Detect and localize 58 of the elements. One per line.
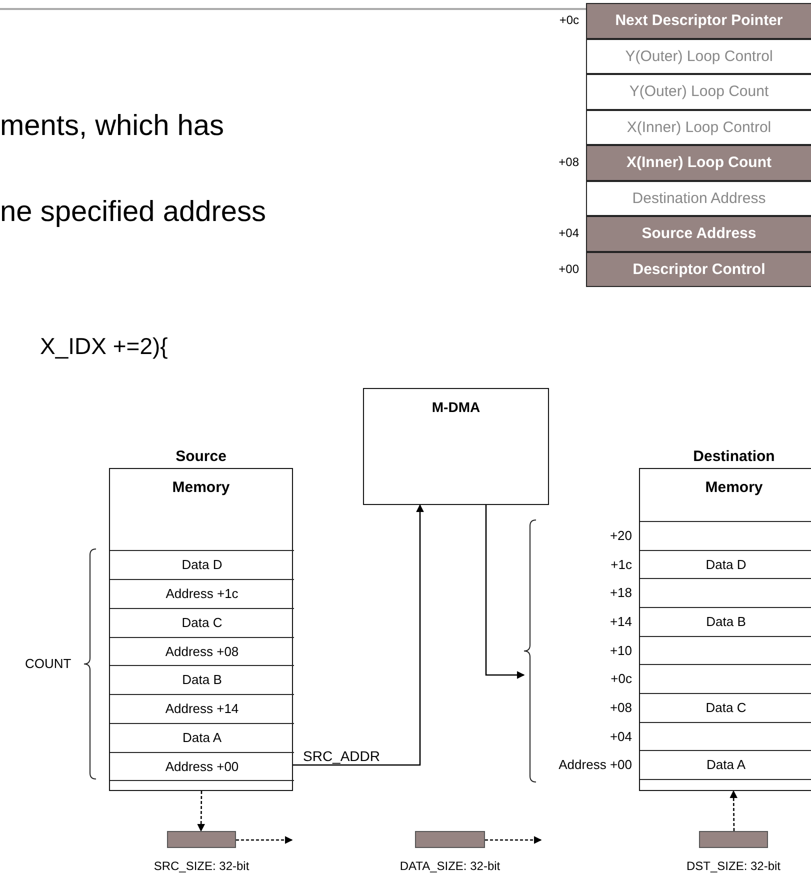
size-label: DST_SIZE: 32-bit xyxy=(686,859,781,873)
field-label: Source Address xyxy=(640,225,758,242)
arrow xyxy=(293,504,424,766)
block-title: Memory xyxy=(705,479,763,496)
field-label: Data B xyxy=(705,614,747,629)
offset-label: +1c xyxy=(610,557,632,572)
field-label: Next Descriptor Pointer xyxy=(614,12,784,29)
field-label: Data D xyxy=(180,557,224,572)
size-label: SRC_SIZE: 32-bit xyxy=(154,859,250,873)
body-text: ne specified address xyxy=(0,196,266,229)
arrow xyxy=(197,791,206,832)
offset-label: +0c xyxy=(610,671,632,686)
offset-label: +04 xyxy=(610,729,632,744)
offset-label: Address +00 xyxy=(558,757,632,772)
field-label: X(Inner) Loop Control xyxy=(626,118,772,136)
arrow xyxy=(730,790,738,831)
controller-box xyxy=(363,388,549,505)
offset-label: +04 xyxy=(558,226,579,240)
field-label: Address +08 xyxy=(164,644,240,659)
offset-label: +0c xyxy=(559,13,579,27)
field-label: Y(Outer) Loop Count xyxy=(628,83,770,100)
field-label: X(Inner) Loop Count xyxy=(626,154,772,171)
offset-label: +00 xyxy=(558,262,579,276)
field-label: Data C xyxy=(704,700,748,715)
descriptor-field xyxy=(586,74,811,110)
offset-label: +20 xyxy=(610,528,632,543)
offset-label: +10 xyxy=(610,643,632,658)
field-label: Address +00 xyxy=(164,759,240,774)
descriptor-field xyxy=(586,38,811,74)
code-text: X_IDX +=2){ xyxy=(40,333,168,360)
brace-label: COUNT xyxy=(25,656,72,671)
field-label: Address +14 xyxy=(164,701,240,716)
field-label: Descriptor Control xyxy=(632,260,766,278)
body-text: ments, which has xyxy=(0,110,224,143)
descriptor-field xyxy=(586,180,811,216)
arrow xyxy=(485,505,525,679)
size-label: DATA_SIZE: 32-bit xyxy=(400,859,500,873)
block-title: Memory xyxy=(172,479,230,496)
field-label: Data C xyxy=(180,615,224,630)
block-title: Destination xyxy=(693,448,775,465)
edge-label: SRC_ADDR xyxy=(303,748,380,764)
curly-brace xyxy=(524,520,536,782)
field-label: Data D xyxy=(704,557,748,572)
field-label: Data B xyxy=(181,672,223,687)
arrow xyxy=(485,836,542,844)
field-label: Data A xyxy=(181,730,223,745)
block-title: Source xyxy=(176,448,226,465)
offset-label: +18 xyxy=(610,585,632,600)
arrow xyxy=(236,836,293,844)
field-label: Destination Address xyxy=(631,190,767,206)
field-label: Y(Outer) Loop Control xyxy=(624,48,774,64)
offset-label: +14 xyxy=(610,614,632,629)
offset-label: +08 xyxy=(558,155,579,169)
field-label: Address +1c xyxy=(164,586,240,601)
offset-label: +08 xyxy=(610,700,632,715)
field-label: Data A xyxy=(705,757,747,772)
descriptor-field xyxy=(586,110,811,145)
block-title: M-DMA xyxy=(430,399,482,415)
